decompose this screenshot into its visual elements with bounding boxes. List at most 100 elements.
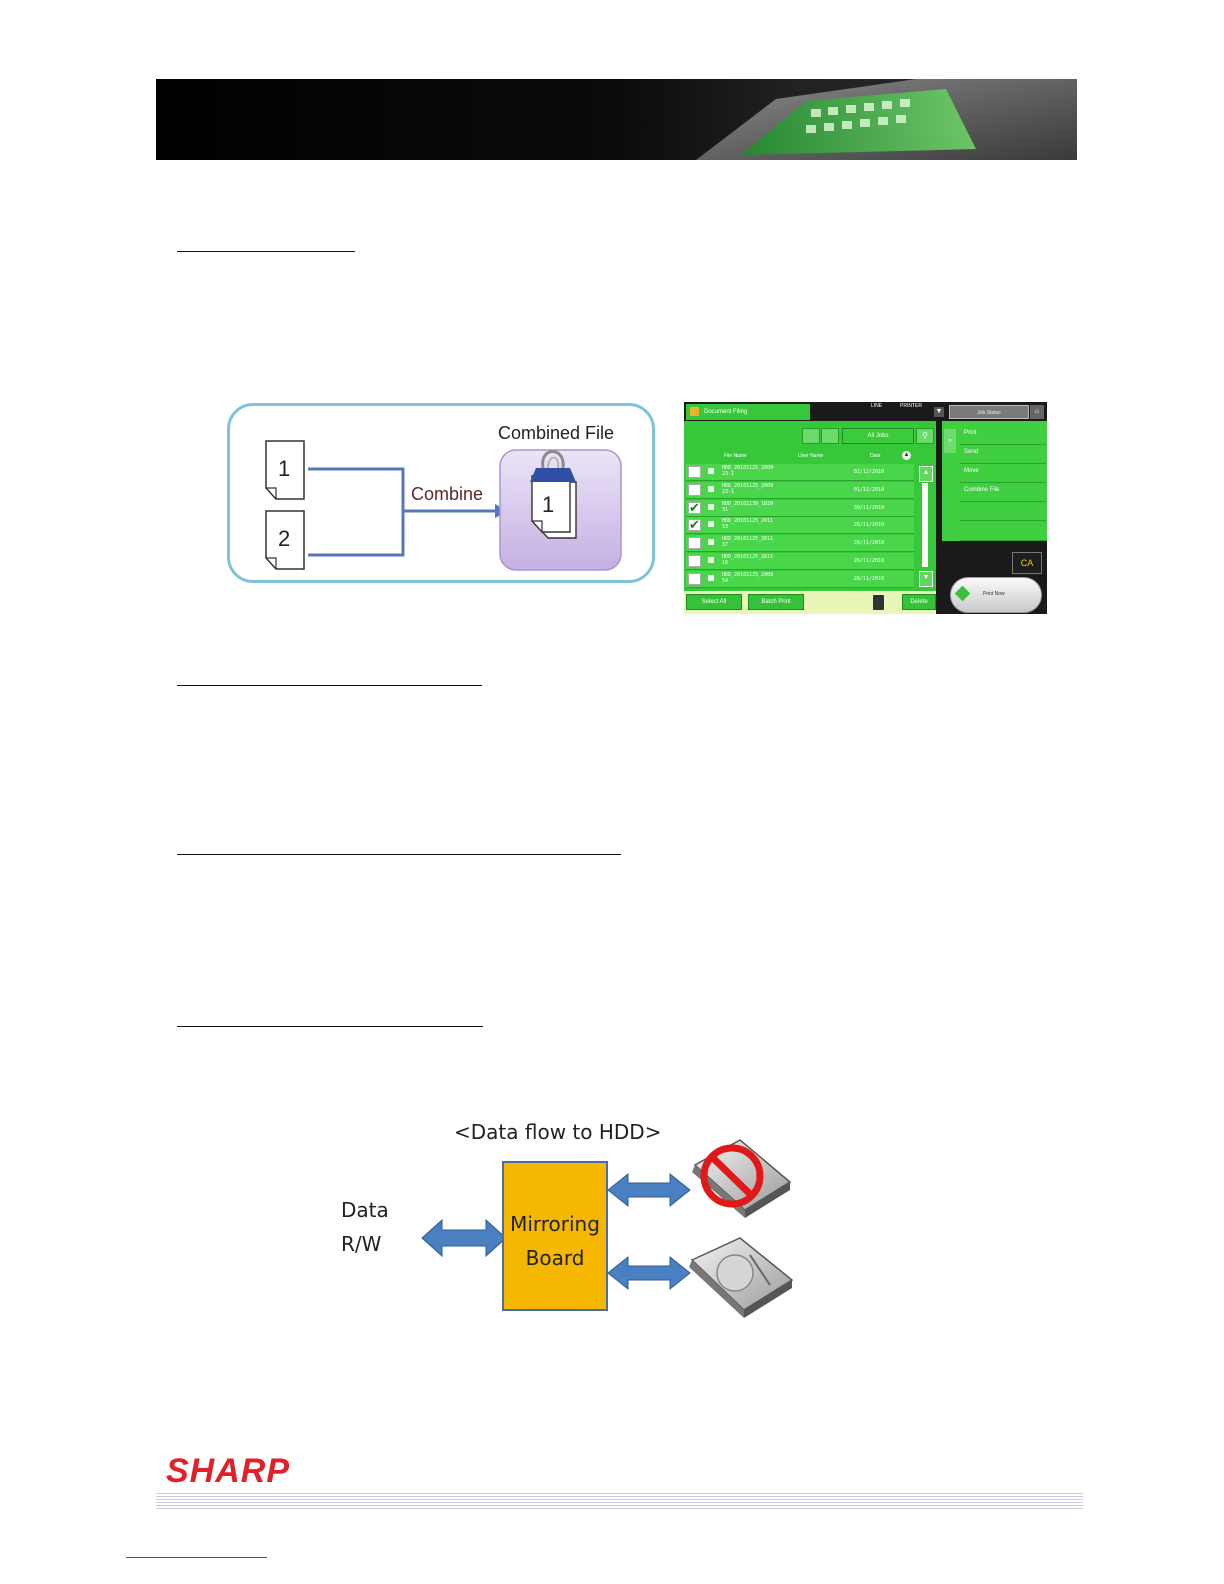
file-icon (708, 557, 714, 563)
delete-button[interactable]: Delete (902, 594, 936, 610)
file-icon (708, 521, 714, 528)
row-file-name: HDD_20101125_2009 23-1 (722, 482, 774, 495)
combined-page-number: 1 (542, 492, 555, 517)
table-row[interactable]: HDD_20101125_2011 37 26/11/2010 (686, 535, 914, 553)
document-filing-tab[interactable]: Document Filing (686, 404, 810, 420)
view-icon[interactable] (821, 428, 839, 444)
data-label: Data (341, 1198, 389, 1222)
row-checkbox[interactable] (688, 517, 701, 533)
scroll-down-icon[interactable]: ▼ (919, 571, 933, 587)
menu-move[interactable]: Move (960, 464, 1046, 483)
row-file-name: HDD_20101125_2011 37 (722, 536, 774, 549)
table-row[interactable]: HDD_20101125_2011 16 26/11/2010 (686, 553, 914, 570)
printer-status: PRINTER (900, 403, 922, 409)
table-row[interactable]: HDD_20101125_2011 53 26/11/2010 (686, 517, 914, 535)
print-now-button[interactable]: Print Now (950, 577, 1042, 613)
row-date: 26/11/2010 (853, 522, 884, 529)
board-label-line1: Mirroring (510, 1212, 600, 1236)
lower-hdd-arrow (607, 1255, 691, 1291)
sort-order-icon[interactable]: ▲ (902, 451, 911, 460)
menu-empty (960, 521, 1046, 541)
menu-collapse-icon[interactable]: » (944, 429, 956, 453)
table-row[interactable]: HDD_20101125_2009 23-1 01/12/2010 (686, 481, 914, 499)
header-banner (156, 79, 1077, 160)
sharp-logo: SHARP (166, 1452, 291, 1490)
row-file-name: HDD_20101125_2009 23-1 (722, 465, 774, 477)
combine-arrow-label: Combine (411, 484, 484, 504)
file-icon (708, 468, 714, 474)
menu-combine-file[interactable]: Combine File (960, 483, 1046, 502)
row-checkbox[interactable] (688, 537, 701, 550)
trash-icon[interactable] (873, 595, 884, 610)
scroll-up-icon[interactable]: ▲ (919, 466, 933, 482)
footer-link-underline[interactable] (126, 1557, 267, 1558)
row-date: 26/11/2010 (853, 558, 884, 564)
column-date[interactable]: Date (870, 453, 881, 459)
row-file-name: HDD_20101130_1820 31 (722, 500, 774, 513)
row-date: 01/12/2010 (853, 486, 884, 493)
page-two-icon (265, 510, 305, 570)
row-checkbox[interactable] (688, 466, 701, 478)
menu-print[interactable]: Print (960, 426, 1046, 445)
footer-stripes (156, 1493, 1083, 1511)
row-date: 26/11/2010 (853, 540, 884, 547)
combined-pages-icon (531, 475, 577, 539)
blocked-hdd-icon (692, 1139, 792, 1218)
row-checkbox[interactable] (688, 555, 701, 567)
table-row[interactable]: HDD_20101125_2009 23-1 02/12/2010 (686, 464, 914, 481)
line-status: LINE (871, 403, 883, 409)
sort-icon[interactable] (802, 428, 820, 444)
row-checkbox[interactable] (688, 483, 701, 496)
data-flow-title: <Data flow to HDD> (454, 1120, 662, 1144)
file-icon (708, 503, 714, 510)
document-filing-title: Document Filing (704, 409, 748, 415)
upper-hdd-arrow (607, 1172, 691, 1208)
page-two-number: 2 (278, 526, 291, 551)
row-file-name: HDD_20101125_2011 16 (722, 554, 774, 566)
folder-icon (690, 407, 699, 416)
search-icon[interactable]: ⚲ (916, 428, 934, 444)
file-icon (708, 485, 714, 492)
job-status-button[interactable]: Job Status (949, 405, 1029, 419)
section-heading-rule (177, 1026, 483, 1027)
board-label-line2: Board (525, 1246, 585, 1270)
status-dropdown-icon[interactable]: ▼ (934, 407, 944, 417)
mirroring-board-diagram: <Data flow to HDD> Data R/W Mirroring Bo… (330, 1110, 830, 1355)
hdd-icon (689, 1237, 794, 1318)
column-user-name[interactable]: User Name (798, 453, 824, 459)
start-icon (954, 585, 971, 602)
file-icon (708, 574, 714, 581)
row-date: 02/12/2010 (853, 469, 884, 475)
home-icon[interactable]: ⌂ (1030, 405, 1044, 419)
file-icon (708, 539, 714, 546)
section-heading-rule (177, 685, 482, 686)
column-file-name[interactable]: File Name (724, 453, 747, 459)
batch-print-button[interactable]: Batch Print (748, 594, 804, 610)
file-list-panel: All Jobs ⚲ File Name User Name Date ▲ HD… (684, 421, 936, 591)
all-jobs-filter[interactable]: All Jobs (842, 428, 914, 444)
data-rw-arrow (421, 1218, 507, 1258)
mirroring-board-box (502, 1161, 608, 1311)
row-file-name: HDD_20101125_2011 53 (722, 518, 774, 531)
row-checkbox[interactable] (688, 500, 701, 516)
binder-clip-icon (530, 450, 576, 482)
menu-empty (960, 502, 1046, 521)
menu-send[interactable]: Send (960, 445, 1046, 464)
printer-panel-image (696, 79, 1077, 160)
clear-all-button[interactable]: CA (1012, 552, 1042, 574)
select-all-button[interactable]: Select All (686, 594, 742, 610)
row-file-name: HDD_20101125_2009 54 (722, 571, 774, 584)
table-row[interactable]: HDD_20101125_2009 54 26/11/2010 (686, 570, 914, 588)
combined-file-label: Combined File (498, 423, 615, 443)
row-date: 26/11/2010 (853, 575, 884, 582)
scrollbar-track[interactable] (922, 483, 928, 567)
print-now-label: Print Now (983, 591, 1005, 597)
rw-label: R/W (341, 1232, 382, 1256)
section-heading-rule (177, 854, 621, 855)
page-one-number: 1 (278, 456, 291, 481)
document-filing-screen: Document Filing LINE PRINTER ▼ Job Statu… (684, 402, 1047, 614)
page-one-icon (265, 440, 305, 500)
combine-file-diagram: Combined File Combine 1 2 1 (227, 403, 655, 583)
row-checkbox[interactable] (688, 572, 701, 585)
